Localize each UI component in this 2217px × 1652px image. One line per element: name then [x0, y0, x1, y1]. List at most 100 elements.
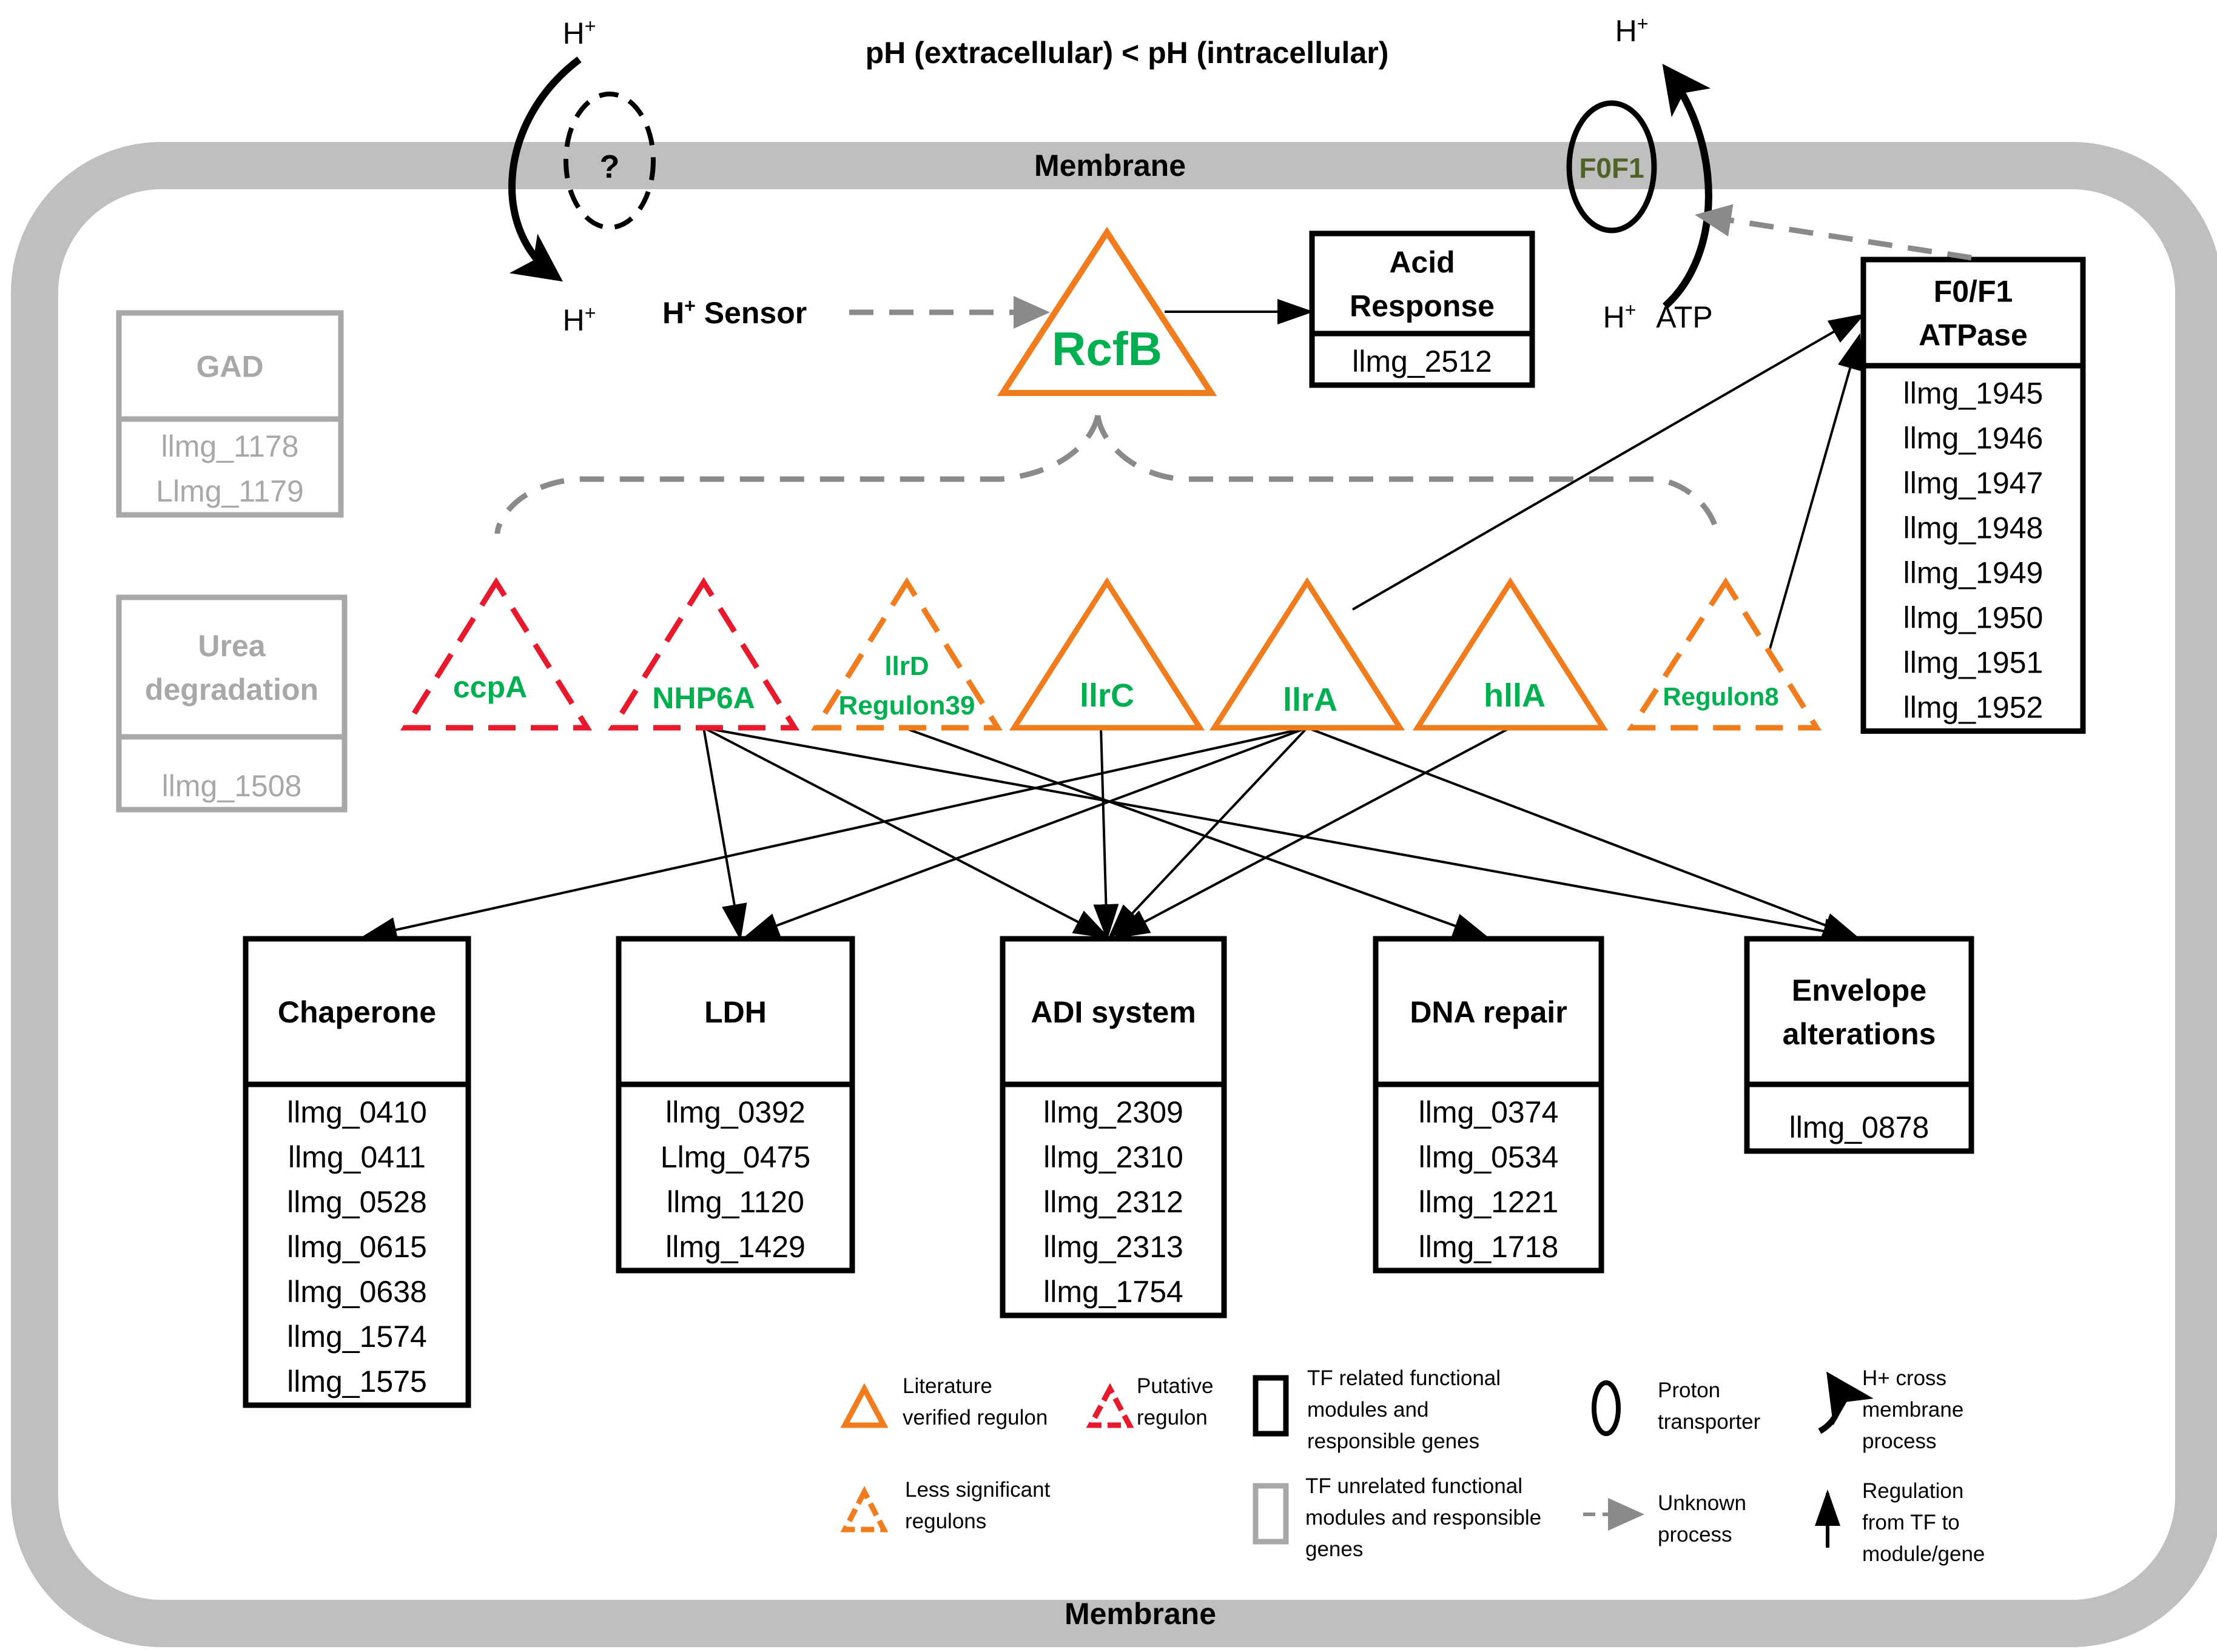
legend-h-cross-arrow-icon	[1818, 1371, 1874, 1434]
gene-label: llmg_1508	[162, 769, 302, 803]
gene-label: llmg_1754	[1043, 1275, 1183, 1309]
gene-label: llmg_2313	[1043, 1230, 1183, 1264]
legend-verified-triangle-icon	[840, 1383, 889, 1428]
regulation-arrow	[703, 727, 1860, 944]
gene-label: Llmg_1179	[156, 474, 304, 508]
gene-label: llmg_1574	[287, 1320, 427, 1354]
f0f1-transporter-icon	[1566, 100, 1657, 233]
module-title: alterations	[1783, 1017, 1936, 1051]
putative-regulon-triangle	[400, 577, 593, 731]
less-significant-regulon-triangle	[810, 577, 1003, 731]
legend-putative-triangle-icon	[1086, 1383, 1134, 1428]
gene-label: llmg_0392	[665, 1095, 806, 1129]
regulon-ccpa: ccpA	[400, 577, 593, 731]
regulon-llrc: llrC	[1009, 577, 1205, 731]
module-title: LDH	[704, 995, 767, 1029]
module-box	[1000, 936, 1227, 1318]
gene-label: llmg_1949	[1903, 556, 2044, 590]
h-ion-label: H+	[563, 302, 596, 337]
gene-label: llmg_1951	[1903, 646, 2044, 680]
module-title: DNA repair	[1410, 995, 1567, 1029]
regulon-label: ccpA	[453, 670, 527, 704]
module-box	[243, 936, 471, 1408]
regulation-arrow	[703, 727, 1111, 939]
atpase-to-transporter-arrow	[1695, 204, 1972, 261]
gene-label: llmg_2512	[1352, 344, 1492, 378]
regulation-arrows	[360, 313, 1866, 944]
module-title: F0/F1	[1934, 275, 2013, 309]
h-ion-label: H+	[1615, 13, 1649, 48]
regulon-label: Regulon8	[1663, 682, 1778, 711]
module-title: Response	[1350, 289, 1495, 323]
adi-system-module: ADI systemllmg_2309llmg_2310llmg_2312llm…	[1000, 936, 1227, 1318]
module-title: GAD	[196, 350, 263, 384]
verified-regulon-triangle	[1412, 577, 1609, 731]
urea-degradation-module: Urea degradation llmg_1508	[116, 594, 348, 813]
regulation-arrow	[1767, 333, 1863, 656]
gene-label: llmg_1178	[161, 429, 298, 463]
module-title: ADI system	[1031, 995, 1196, 1029]
gene-label: llmg_1718	[1419, 1230, 1559, 1264]
regulon-hlla: hllA	[1412, 577, 1609, 731]
gene-label: llmg_1946	[1903, 421, 2044, 455]
membrane-label-background-top	[995, 143, 1225, 188]
ph-condition-title: pH (extracellular) < pH (intracellular)	[866, 36, 1389, 70]
regulon-llra: llrA	[1209, 577, 1405, 731]
regulation-arrow	[1107, 727, 1308, 940]
regulation-arrow	[903, 727, 1490, 939]
legend-proton-transporter-icon	[1592, 1380, 1621, 1436]
regulation-arrow	[1351, 313, 1866, 611]
gene-label: llmg_1947	[1903, 466, 2044, 500]
module-box	[116, 310, 344, 518]
gene-label: llmg_0411	[288, 1140, 426, 1174]
verified-regulon-triangle	[1209, 577, 1405, 731]
f0f1-transporter-label: F0F1	[1579, 152, 1644, 184]
regulation-arrow	[1307, 727, 1860, 939]
membrane-label-background-bottom	[1025, 1601, 1256, 1646]
regulation-arrow	[360, 727, 1308, 942]
gene-label: llmg_0638	[287, 1275, 427, 1309]
gene-label: llmg_1948	[1903, 511, 2044, 545]
regulon-regulon8: Regulon8	[1626, 577, 1822, 731]
regulation-arrow	[1093, 727, 1119, 941]
h-efflux-arrow	[1662, 64, 1712, 309]
gene-label: llmg_0878	[1789, 1110, 1929, 1144]
regulon-label: NHP6A	[652, 681, 755, 715]
gene-label: llmg_0410	[287, 1095, 427, 1129]
regulation-arrow	[742, 727, 1308, 939]
regulon-label: llrC	[1080, 677, 1134, 714]
gene-label: llmg_2310	[1043, 1140, 1183, 1174]
regulon-label: llrA	[1283, 682, 1337, 718]
rcfb-label: RcfB	[1052, 322, 1162, 375]
gene-label: llmg_0528	[287, 1185, 427, 1219]
h-sensor-label: H+ Sensor	[662, 295, 807, 330]
module-box	[1373, 936, 1604, 1274]
gene-label: llmg_0615	[287, 1230, 427, 1264]
gene-label: Llmg_0475	[661, 1140, 810, 1174]
module-box	[116, 594, 348, 813]
h-influx-arrow	[508, 56, 582, 282]
gene-label: llmg_2312	[1043, 1185, 1183, 1219]
module-title: Acid	[1389, 246, 1455, 280]
module-title: degradation	[145, 673, 318, 707]
module-title: Chaperone	[278, 995, 436, 1029]
regulon-label: Regulon39	[839, 691, 975, 720]
module-box	[1860, 257, 2086, 734]
module-title: Urea	[198, 629, 266, 663]
regulon-label: hllA	[1484, 677, 1546, 714]
unknown-transporter-icon	[564, 92, 656, 230]
legend-less-significant-triangle-icon	[840, 1486, 889, 1533]
